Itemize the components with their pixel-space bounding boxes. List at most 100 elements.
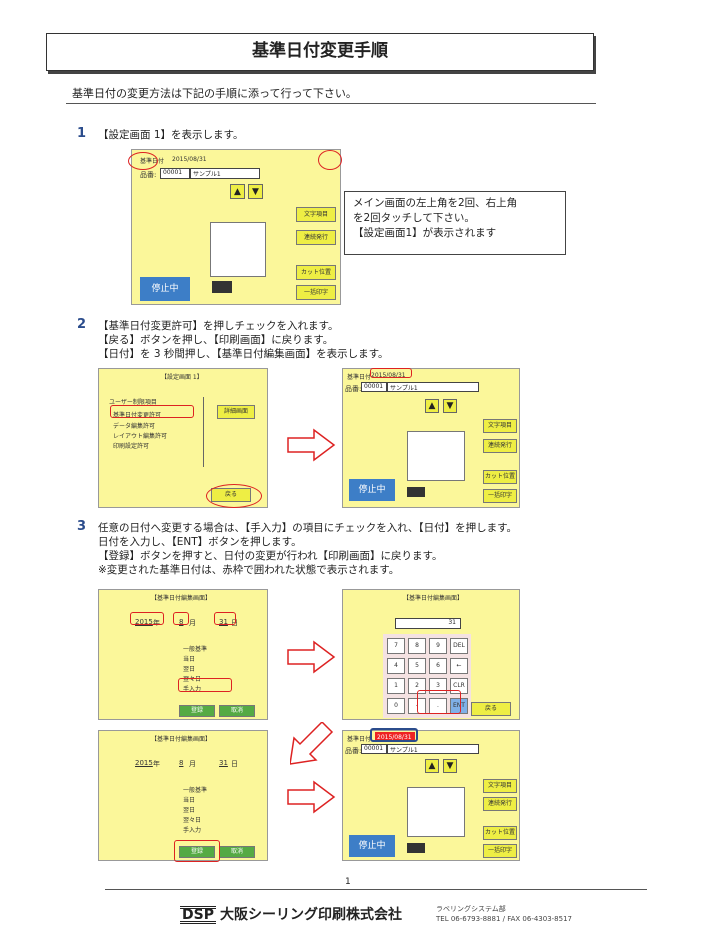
back-button[interactable]: 戻る	[471, 702, 511, 716]
radio-tomorrow[interactable]: 翌日	[183, 807, 196, 814]
highlight-back-button	[206, 484, 262, 508]
day-field[interactable]: 31	[219, 618, 228, 626]
continuous-issue-button[interactable]: 連続発行	[483, 797, 517, 811]
radio-tomorrow[interactable]: 翌日	[183, 666, 196, 673]
keypad-title: 【基準日付編集画面】	[403, 595, 464, 602]
cancel-button[interactable]: 取消	[219, 705, 255, 717]
text-items-button[interactable]: 文字項目	[483, 419, 517, 433]
keypad-key[interactable]: 7	[387, 638, 405, 654]
register-button[interactable]: 登録	[179, 705, 215, 717]
department: ラベリングシステム部	[436, 905, 506, 913]
month-field[interactable]: 8	[179, 759, 184, 767]
date-value[interactable]: 2015/08/31	[377, 734, 412, 741]
callout-box: メイン画面の左上角を2回、右上角 を2回タッチして下さい。 【設定画面1】が表示…	[344, 191, 566, 255]
step-1-number: 1	[77, 126, 87, 141]
cut-position-button[interactable]: カット位置	[483, 470, 517, 484]
batch-print-button[interactable]: 一括印字	[483, 489, 517, 503]
cut-position-button[interactable]: カット位置	[483, 826, 517, 840]
down-arrow-icon[interactable]: ▼	[443, 399, 457, 413]
highlight-year	[130, 612, 164, 625]
keypad-key[interactable]: 9	[429, 638, 447, 654]
step-3-line: ※変更された基準日付は、赤枠で囲われた状態で表示されます。	[98, 564, 400, 576]
step-3-number: 3	[77, 519, 87, 534]
date-highlight-bg	[375, 732, 415, 741]
date-label: 基準日付	[347, 736, 372, 743]
item-code-field[interactable]: 00001	[160, 168, 190, 179]
year-field[interactable]: 2015	[135, 618, 153, 626]
keypad-key[interactable]: ←	[450, 658, 468, 674]
date-edit-title: 【基準日付編集画面】	[151, 736, 212, 743]
step-3-line: 任意の日付へ変更する場合は、【手入力】の項目にチェックを入れ、【日付】を押します…	[98, 522, 518, 534]
top-left-touch-marker	[128, 152, 158, 170]
item-code-field[interactable]: 00001	[361, 382, 387, 392]
day-field[interactable]: 31	[219, 759, 228, 767]
register-button[interactable]: 登録	[179, 846, 215, 858]
right-arrow-icon	[287, 428, 336, 462]
keypad-key[interactable]: 6	[429, 658, 447, 674]
step-2-text: 【基準日付変更許可】を押しチェックを入れます。 【戻る】ボタンを押し、【印刷画面…	[98, 319, 389, 361]
batch-print-button[interactable]: 一括印字	[483, 844, 517, 858]
footer-divider	[105, 889, 647, 890]
cut-position-button[interactable]: カット位置	[296, 265, 336, 280]
down-arrow-icon[interactable]: ▼	[248, 184, 263, 199]
radio-today[interactable]: 当日	[183, 797, 196, 804]
barcode-icon	[407, 843, 425, 853]
radio-manual[interactable]: 手入力	[183, 827, 202, 834]
stop-status: 停止中	[349, 479, 395, 501]
option-item[interactable]: 基準日付変更許可	[113, 412, 162, 419]
item-label: 品番:	[345, 385, 362, 393]
keypad-key[interactable]: 4	[387, 658, 405, 674]
print-screen-step3: 基準日付 2015/08/31 品番: 00001 サンプル1 ▲ ▼ 文字項目…	[342, 730, 520, 861]
up-arrow-icon[interactable]: ▲	[425, 399, 439, 413]
step-2-number: 2	[77, 317, 87, 332]
month-unit: 月	[189, 619, 196, 627]
date-edit-title: 【基準日付編集画面】	[151, 595, 212, 602]
option-item[interactable]: レイアウト編集許可	[113, 433, 168, 440]
highlight-date-permission	[110, 405, 194, 418]
continuous-issue-button[interactable]: 連続発行	[483, 439, 517, 453]
dsp-logo-mark: DSP	[180, 906, 216, 924]
up-arrow-icon[interactable]: ▲	[425, 759, 439, 773]
radio-manual[interactable]: 手入力	[183, 686, 202, 693]
highlight-day	[214, 612, 236, 625]
radio-day-after[interactable]: 翌々日	[183, 817, 202, 824]
item-code-field[interactable]: 00001	[361, 744, 387, 754]
company-name: 大阪シーリング印刷株式会社	[219, 907, 402, 923]
cancel-button[interactable]: 取消	[219, 846, 255, 858]
barcode-icon	[407, 487, 425, 497]
step-1-text: 【設定画面 1】を表示します。	[98, 129, 244, 141]
down-arrow-icon[interactable]: ▼	[443, 759, 457, 773]
month-field[interactable]: 8	[179, 618, 184, 626]
page-number: 1	[345, 877, 351, 887]
date-label: 基準日付	[347, 374, 372, 381]
batch-print-button[interactable]: 一括印字	[296, 285, 336, 300]
option-item[interactable]: 印刷設定許可	[113, 443, 150, 450]
detail-button[interactable]: 詳細画面	[217, 405, 255, 419]
keypad-key[interactable]: 1	[387, 678, 405, 694]
keypad-key[interactable]: 8	[408, 638, 426, 654]
callout-line: メイン画面の左上角を2回、右上角	[353, 197, 518, 209]
radio-day-after[interactable]: 翌々日	[183, 676, 202, 683]
continuous-issue-button[interactable]: 連続発行	[296, 230, 336, 245]
up-arrow-icon[interactable]: ▲	[230, 184, 245, 199]
radio-today[interactable]: 当日	[183, 656, 196, 663]
highlight-ent	[417, 690, 461, 714]
highlight-manual	[178, 678, 232, 692]
contact-info: ラベリングシステム部 TEL 06-6793-8881 / FAX 06-430…	[436, 904, 572, 924]
divider	[66, 103, 596, 104]
keypad-key[interactable]: 5	[408, 658, 426, 674]
text-items-button[interactable]: 文字項目	[296, 207, 336, 222]
item-name-field[interactable]: サンプル1	[387, 382, 479, 392]
text-items-button[interactable]: 文字項目	[483, 779, 517, 793]
item-name-field[interactable]: サンプル1	[387, 744, 479, 754]
keypad-key[interactable]: 0	[387, 698, 405, 714]
year-field[interactable]: 2015	[135, 759, 153, 767]
keypad-key[interactable]: DEL	[450, 638, 468, 654]
step-3-line: 日付を入力し、【ENT】ボタンを押します。	[98, 536, 302, 548]
option-item[interactable]: データ編集許可	[113, 423, 156, 430]
date-value[interactable]: 2015/08/31	[172, 156, 207, 163]
date-value[interactable]: 2015/08/31	[371, 372, 406, 379]
highlight-register	[174, 840, 220, 862]
item-name-field[interactable]: サンプル1	[190, 168, 260, 179]
settings-title: 【設定画面 1】	[161, 374, 203, 381]
